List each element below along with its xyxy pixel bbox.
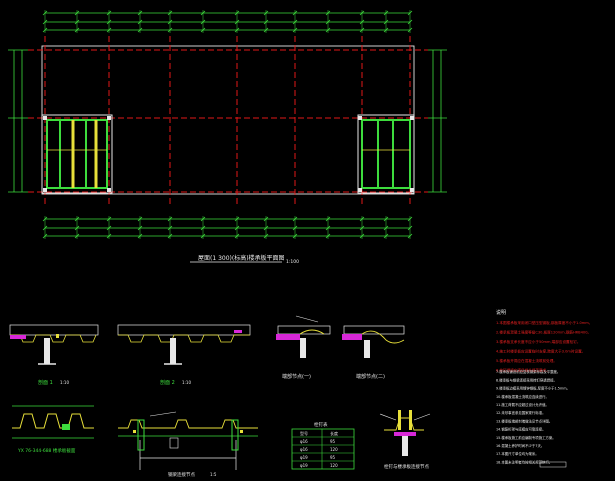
- note-line: 16.混凝土养护时间不少于7天。: [496, 443, 544, 448]
- node-a-label: 端部节点(一): [282, 373, 311, 380]
- plan-scale: 1:100: [286, 259, 299, 265]
- floor-plan: 屋面(1 300)(标高)楼承板平面图 1:100: [8, 10, 447, 265]
- deck-panel-right: [357, 114, 415, 194]
- stud-table-cell: φ19: [300, 455, 308, 460]
- note-line: 17.本图尺寸单位均为毫米。: [496, 451, 539, 456]
- stud-connection-node: 栓钉与楼承板连接节点: [379, 410, 431, 470]
- note-line-red: 4.施工时楼承板应设置临时支撑,跨度大于3.0m时设置。: [496, 349, 585, 354]
- notes-block: 说明 1.本图楼承板采用闭口型压型钢板,钢板厚度不小于1.0mm。 2.楼承板混凝…: [496, 309, 592, 468]
- deck-profile-label: YX 76-344-688 楼承板截面: [17, 447, 76, 454]
- section-detail-2: 剖面 2 1:10: [117, 324, 251, 386]
- note-line-red: 5.楼承板开洞应在混凝土浇筑前处理。: [496, 358, 557, 363]
- note-line: 15.楼承板施工前应编制专项施工方案。: [496, 435, 556, 440]
- sec2-scale: 1:10: [182, 380, 191, 385]
- end-node-b: 端部节点(二): [342, 325, 405, 380]
- note-line-red: 1.本图楼承板采用闭口型压型钢板,钢板厚度不小于1.0mm。: [496, 320, 592, 325]
- section-detail-1: 剖面 1 1:10: [9, 324, 99, 386]
- stud-label: 栓钉与楼承板连接节点: [384, 463, 429, 470]
- note-line: 7.楼承板铺设前应复核钢梁标高及平整度。: [496, 369, 560, 374]
- sec2-label: 剖面 2: [160, 379, 175, 386]
- stud-table-cell: φ16: [300, 447, 308, 452]
- bottom-dimension-lines: [42, 216, 413, 239]
- stud-table-cell: 型号: [300, 430, 308, 436]
- stud-table-cell: 长度: [330, 430, 338, 436]
- stud-table: 栓钉表 型号 长度 φ16 95 φ16 120 φ19 95 φ19 120: [291, 421, 355, 470]
- note-line: 18.本图未注明者均按相关规范执行。: [496, 459, 552, 464]
- stud-table-cell: φ19: [300, 463, 308, 468]
- note-line-red: 6.栓钉焊接应满足相关规范要求。: [496, 368, 550, 373]
- stud-table-cell: φ16: [300, 439, 308, 444]
- note-line-red: 2.楼承板混凝土强度等级C30,板厚120mm,钢筋HRB400。: [496, 330, 591, 335]
- note-line: 10.楼承板混凝土浇筑应连续进行。: [496, 394, 549, 399]
- sec1-label: 剖面 1: [38, 379, 53, 386]
- note-line-red: 3.楼承板支承长度不应小于50mm,端部应设置栓钉。: [496, 339, 580, 344]
- note-line: 12.未尽事宜参见国家现行标准。: [496, 410, 545, 415]
- side-dimension-lines: [8, 49, 447, 193]
- note-line: 11.施工荷载不应超过设计允许值。: [496, 402, 549, 407]
- note-line: 13.楼承板端部封堵做法见节点详图。: [496, 418, 552, 423]
- beam-node-label: 钢梁连接节点: [168, 471, 195, 478]
- beam-connection-node: 钢梁连接节点 1:5: [118, 411, 258, 478]
- stud-table-cell: 120: [330, 447, 338, 452]
- plan-title: 屋面(1 300)(标高)楼承板平面图: [198, 254, 285, 262]
- sec1-scale: 1:10: [60, 380, 69, 385]
- stud-table-cell: 120: [330, 463, 338, 468]
- stud-table-cell: 95: [330, 455, 336, 460]
- note-line: 8.楼承板与钢梁连接采用栓钉穿透焊接。: [496, 377, 557, 382]
- note-line: 9.楼承板边模采用镀锌钢板,厚度不小于1.5mm。: [496, 386, 570, 391]
- top-dimension-lines: [42, 10, 413, 33]
- node-b-label: 端部节点(二): [356, 373, 385, 380]
- note-line: 14.钢筋桁架与底模应可靠连接。: [496, 427, 545, 432]
- deck-panel-left: [41, 114, 113, 194]
- deck-profile: YX 76-344-688 楼承板截面: [12, 405, 94, 454]
- end-node-a: 端部节点(一): [276, 315, 331, 380]
- notes-header: 说明: [496, 309, 506, 316]
- stud-table-cell: 95: [330, 439, 336, 444]
- beam-node-scale: 1:5: [210, 472, 217, 477]
- stud-table-title: 栓钉表: [314, 421, 328, 428]
